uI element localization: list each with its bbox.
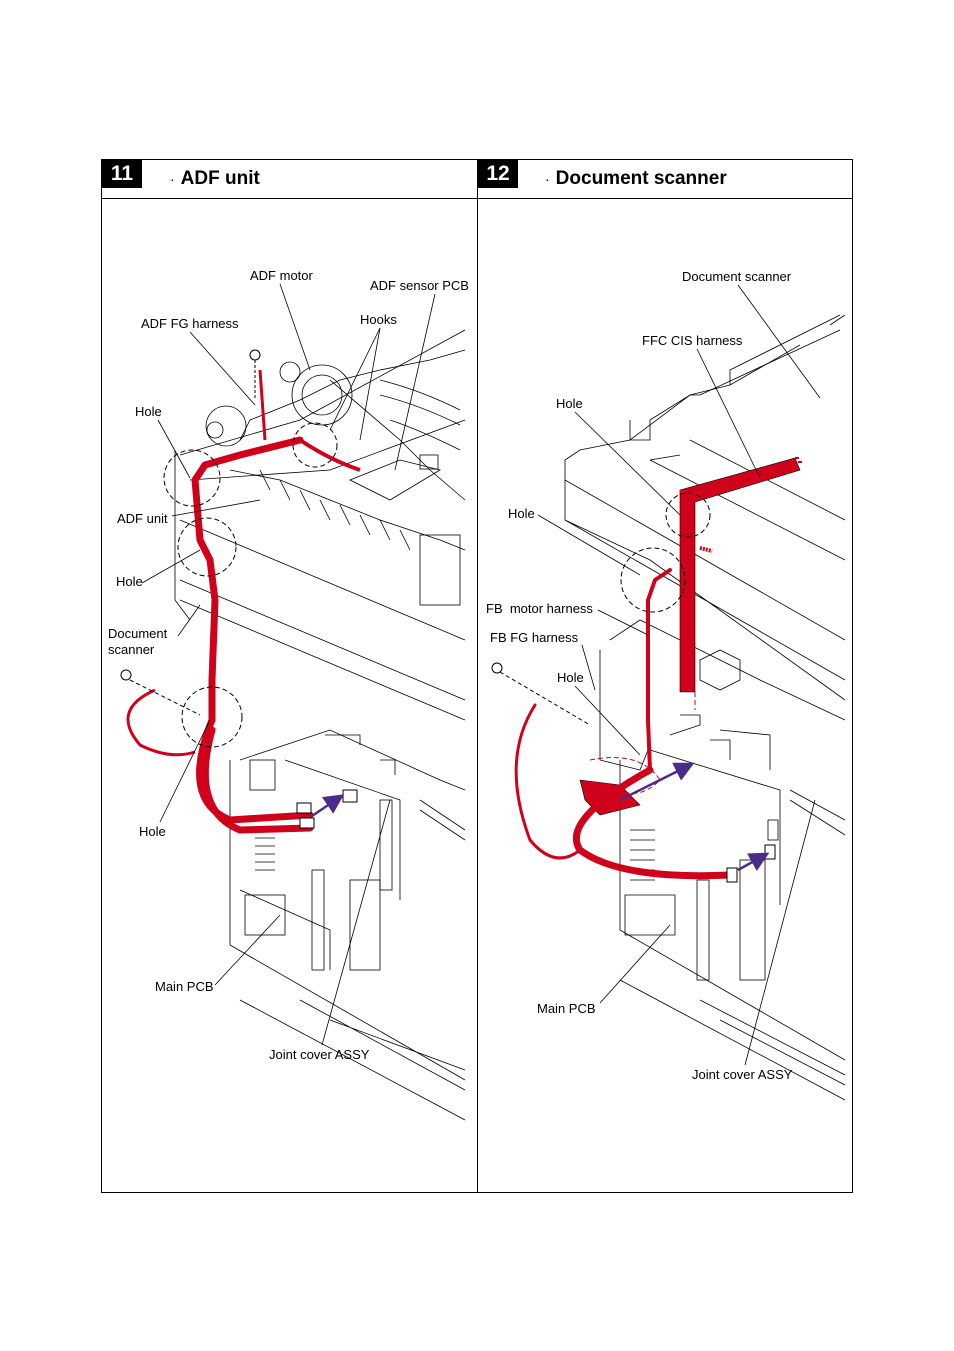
step-title-document-scanner: ·Document scanner (545, 168, 727, 189)
step-number-11: 11 (102, 160, 142, 188)
label-adf-fg-harness: ADF FG harness (141, 316, 239, 331)
label-main-pcb: Main PCB (155, 979, 214, 994)
left-fg-wire (126, 688, 196, 757)
label-hole: Hole (508, 506, 535, 521)
step-number-12: 12 (478, 160, 518, 188)
label-hole: Hole (116, 574, 143, 589)
right-harness (514, 568, 734, 880)
panel-divider (477, 159, 478, 1193)
left-harness (191, 436, 314, 834)
label-document-scanner-line2: scanner (108, 642, 155, 657)
label-hole: Hole (135, 404, 162, 419)
right-machine-outline (564, 314, 846, 1101)
right-hole-callouts (620, 492, 711, 613)
label-adf-unit: ADF unit (117, 511, 168, 526)
label-joint-cover-assy: Joint cover ASSY (269, 1047, 370, 1062)
label-adf-motor: ADF motor (250, 268, 313, 283)
step-title-adf-unit: ·ADF unit (170, 168, 260, 189)
label-hole: Hole (557, 670, 584, 685)
label-hole: Hole (139, 824, 166, 839)
step-title-text: Document scanner (555, 168, 727, 189)
label-document-scanner: Document scanner (682, 269, 792, 284)
label-hooks: Hooks (360, 312, 397, 327)
right-ffc-cable (579, 457, 801, 816)
step-title-text: ADF unit (180, 168, 260, 189)
left-machine-outline (174, 329, 466, 1121)
label-document-scanner-line1: Document (108, 626, 168, 641)
label-adf-sensor-pcb: ADF sensor PCB (370, 278, 469, 293)
label-fb-motor-harness: FB motor harness (486, 601, 593, 616)
label-joint-cover-assy: Joint cover ASSY (692, 1067, 793, 1082)
label-hole: Hole (556, 396, 583, 411)
left-leader-lines (141, 283, 436, 1046)
label-main-pcb: Main PCB (537, 1001, 596, 1016)
left-hole-callouts (163, 422, 338, 748)
header-divider (101, 198, 853, 199)
label-ffc-cis-harness: FFC CIS harness (642, 333, 743, 348)
right-leader-lines (537, 284, 821, 1066)
label-fb-fg-harness: FB FG harness (490, 630, 579, 645)
